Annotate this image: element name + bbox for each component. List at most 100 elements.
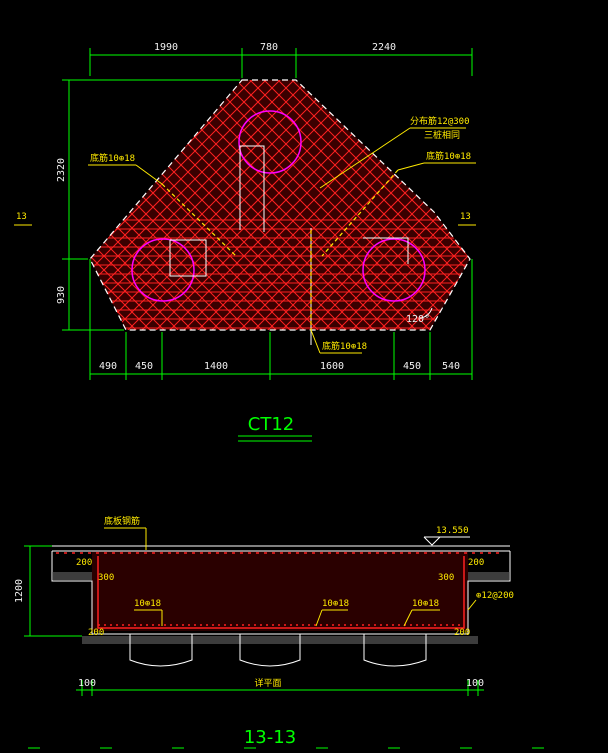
section-view: 底板钢筋 13.550 1200 200 200 300 300 10⊕18 1… [14,515,580,749]
hatch-line-b [510,70,608,340]
angle-label: 120° [406,314,430,325]
hatch-line-a [90,80,175,330]
dim-bottom-1: 490 [99,361,117,372]
hatch-line-a [0,70,6,340]
dim-200-bot-right: 200 [454,628,470,638]
pile-right [362,238,426,302]
hatch-line-a [421,80,470,330]
section-height-dim: 1200 [14,579,25,603]
rebar-label-2: 10⊕18 [322,599,349,609]
hatch-line-b [425,80,470,330]
elevation-label: 13.550 [436,526,469,536]
pile-cap-hatch [0,70,608,340]
hatch-line-b [482,70,608,340]
ledge-right-hatch [468,572,510,580]
label-top-rebar: 底板钢筋 [104,515,140,527]
hatch-line-a [90,80,273,330]
hatch-line-b [580,70,608,340]
hatch-line-b [341,80,470,330]
hatch-line-a [90,80,301,330]
label-left-rebar: 底筋10⊕18 [90,152,135,164]
hatch-line-b [285,80,470,330]
hatch-line-b [90,80,305,330]
hatch-line-a [90,80,203,330]
dim-top-2: 780 [260,42,278,53]
hatch-line-b [369,80,470,330]
section-dimensions [24,545,580,749]
hatch-line-b [552,70,608,340]
section-mark-right: 13 [460,212,471,222]
hatch-line-b [439,80,470,330]
section-pile-1 [129,634,193,667]
dim-top-3: 2240 [372,42,396,53]
hatch-line-b [467,80,470,330]
rebar-indicators [161,169,399,330]
hatch-line-a [281,80,470,330]
hatch-line-b [271,80,470,330]
hatch-line-b [0,70,80,340]
dim-bottom-4: 1600 [320,361,344,372]
hatch-line-a [0,70,34,340]
hatch-line-a [0,70,62,340]
hatch-line-b [103,80,375,330]
section-pile-3 [363,634,427,667]
section-walls [51,551,511,635]
section-pile-2 [239,634,301,667]
section-leaders [104,527,477,627]
dim-200-top-left: 200 [76,558,92,568]
hatch-line-b [453,80,470,330]
leaders [88,127,476,354]
ledge-left-hatch [52,572,92,580]
angle-arc [419,307,433,319]
label-three-piles: 三桩相同 [424,129,460,141]
pile-cap-outline [89,79,471,331]
dim-bottom-2: 450 [135,361,153,372]
hatch-line-a [492,70,608,340]
bottom-label: 详平面 [254,677,281,689]
hatch-line-a [183,80,455,330]
hatch-line-b [90,80,361,330]
hatch-line-a [90,80,189,330]
hatch-line-b [538,70,608,340]
section-piles [129,634,427,667]
dim-100-right: 100 [466,678,484,689]
rebar-label-1: 10⊕18 [134,599,161,609]
dim-top-1: 1990 [154,42,178,53]
hatch-line-a [90,80,315,330]
bedding-hatch [82,636,478,644]
hatch-line-b [524,70,608,340]
section-mark-left: 13 [16,212,27,222]
hatch-line-b [397,80,470,330]
plan-dimensions [14,48,476,380]
hatch-line-b [90,80,347,330]
hatch-line-b [90,80,291,330]
hatch-line-a [90,80,287,330]
hatch-line-b [90,80,95,330]
dim-left-1: 2320 [56,158,67,182]
dim-bottom-5: 450 [403,361,421,372]
hatch-line-b [496,70,608,340]
hatch-line-b [566,70,608,340]
hatch-line-a [435,80,470,330]
hatch-line-a [0,70,20,340]
hatch-line-b [383,80,470,330]
hatch-line-a [267,80,470,330]
pile-left [131,238,195,302]
hatch-line-b [355,80,470,330]
hatch-line-a [449,80,470,330]
hatch-line-b [90,80,109,330]
dim-200-top-right: 200 [468,558,484,568]
hatch-line-a [253,80,470,330]
hatch-line-a [90,80,105,330]
section-body [92,551,468,631]
hatch-line-a [90,80,217,330]
hatch-line-a [197,80,469,330]
label-distribution-rebar: 分布筋12@300 [410,115,470,127]
stirrup-label: ⊕12@200 [476,591,514,601]
dim-300-right: 300 [438,573,454,583]
plan-title: CT12 [248,414,294,435]
hatch-line-a [211,80,470,330]
dim-300-left: 300 [98,573,114,583]
hatch-line-b [90,80,277,330]
